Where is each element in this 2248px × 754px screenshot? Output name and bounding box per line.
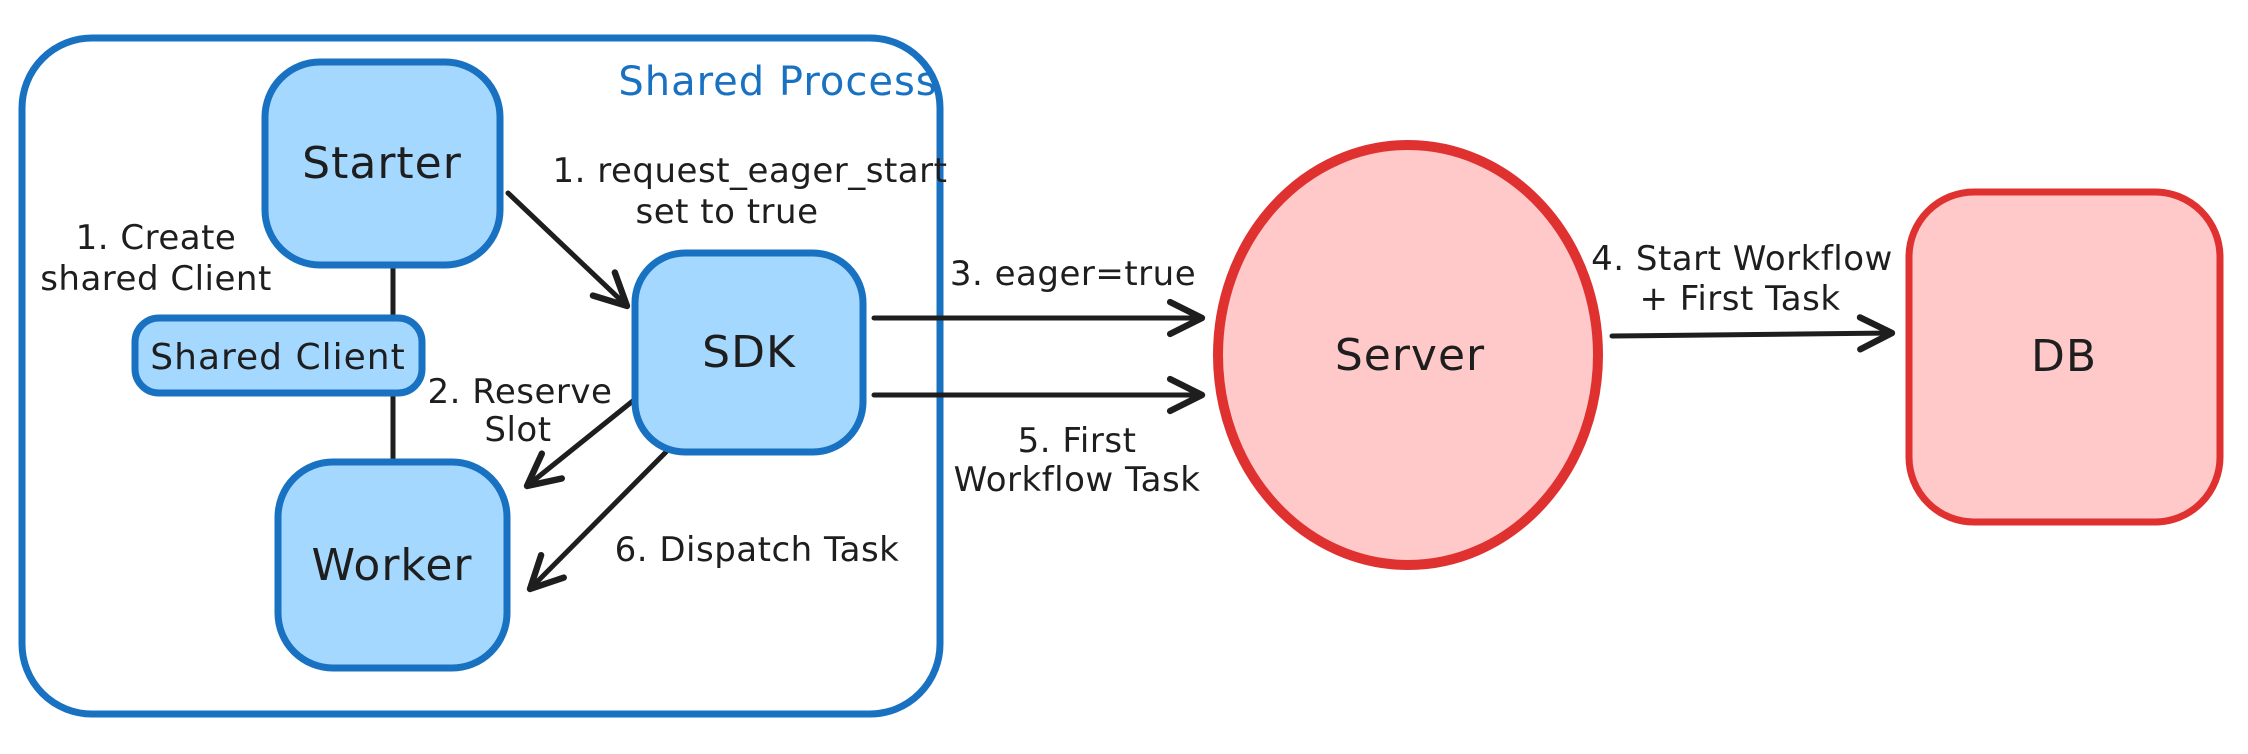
reserve-slot-label: 2. Reserve Slot xyxy=(428,372,613,450)
server-node xyxy=(1213,140,1603,570)
shared-process-label: Shared Process xyxy=(618,59,937,105)
reserve-slot-arrow xyxy=(523,397,637,490)
dispatch-task-arrow xyxy=(526,449,669,593)
request-eager-start-label: 1. request_eager_start set to true xyxy=(553,151,948,232)
shared-client-node xyxy=(131,314,426,397)
start-workflow-line1: 4. Start Workflow xyxy=(1591,239,1893,279)
request-eager-start-line2: set to true xyxy=(636,192,819,232)
first-workflow-task-line2: Workflow Task xyxy=(954,460,1201,500)
create-shared-client-line2: shared Client xyxy=(40,259,272,299)
start-workflow-arrow xyxy=(1609,314,1896,353)
starter-node xyxy=(261,58,504,269)
db-label: DB xyxy=(2031,331,2097,382)
request-eager-start-line1: 1. request_eager_start xyxy=(553,151,948,191)
sdk-node xyxy=(631,249,867,456)
worker-label: Worker xyxy=(311,540,472,591)
reserve-slot-line2: Slot xyxy=(484,410,551,450)
create-shared-client-label: 1. Create shared Client xyxy=(40,218,272,299)
worker-node xyxy=(274,458,511,672)
start-workflow-line2: + First Task xyxy=(1639,279,1840,319)
server-label: Server xyxy=(1335,330,1485,381)
shared-client-label: Shared Client xyxy=(150,337,405,378)
first-workflow-task-label: 5. First Workflow Task xyxy=(954,421,1201,500)
eager-true-label: 3. eager=true xyxy=(950,254,1196,294)
shared-process-container xyxy=(18,34,944,718)
dispatch-task-label: 6. Dispatch Task xyxy=(615,530,900,570)
request-eager-start-arrow xyxy=(505,190,631,310)
db-node xyxy=(1905,188,2224,526)
sdk-label: SDK xyxy=(702,327,796,378)
starter-label: Starter xyxy=(302,138,462,189)
reserve-slot-line1: 2. Reserve xyxy=(428,372,613,412)
first-workflow-task-line1: 5. First xyxy=(1018,421,1137,461)
start-workflow-label: 4. Start Workflow + First Task xyxy=(1591,239,1893,319)
create-shared-client-line1: 1. Create xyxy=(76,218,237,258)
